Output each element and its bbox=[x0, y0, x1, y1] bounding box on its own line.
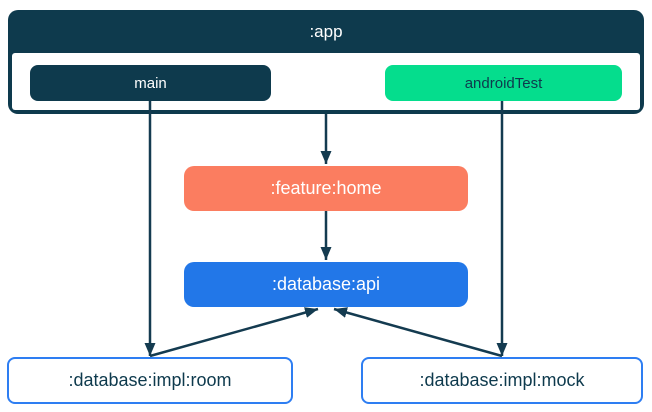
node-database-impl-room-label: :database:impl:room bbox=[68, 370, 232, 390]
source-set-androidtest-label: androidTest bbox=[464, 74, 543, 92]
node-app-label: :app bbox=[309, 22, 343, 41]
node-app-source-sets: main androidTest bbox=[12, 53, 640, 110]
source-set-androidtest: androidTest bbox=[385, 65, 622, 101]
edge-database-impl-mock-to-database-api bbox=[333, 307, 503, 358]
source-set-main: main bbox=[30, 65, 271, 101]
edge-database-impl-room-to-database-api bbox=[149, 307, 319, 358]
node-feature-home: :feature:home bbox=[184, 166, 468, 211]
node-app: :app main androidTest bbox=[8, 10, 644, 114]
node-feature-home-label: :feature:home bbox=[270, 178, 382, 198]
node-database-impl-mock-label: :database:impl:mock bbox=[419, 370, 585, 390]
node-database-api: :database:api bbox=[184, 262, 468, 307]
node-database-impl-room: :database:impl:room bbox=[7, 357, 293, 404]
node-database-api-label: :database:api bbox=[271, 274, 381, 294]
source-set-main-label: main bbox=[134, 74, 167, 92]
node-database-impl-mock: :database:impl:mock bbox=[361, 357, 643, 404]
